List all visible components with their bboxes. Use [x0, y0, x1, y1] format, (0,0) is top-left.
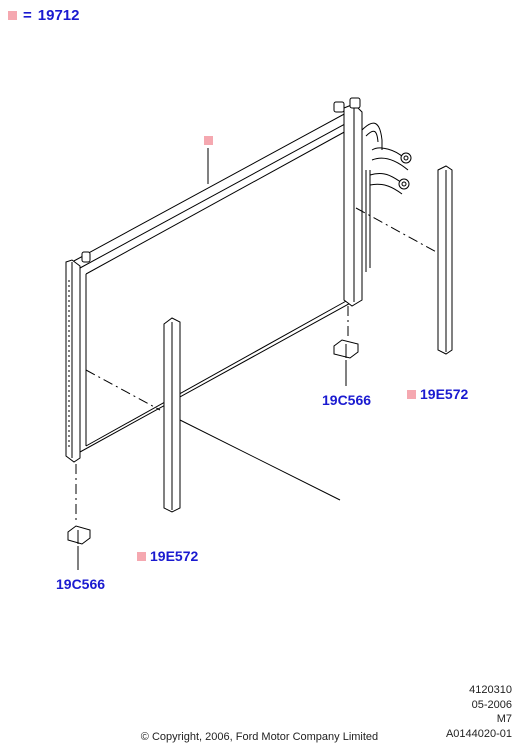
document-meta: 4120310 05-2006 M7 A0144020-01 — [446, 683, 512, 741]
copyright-notice: © Copyright, 2006, Ford Motor Company Li… — [140, 731, 379, 743]
callout-label: 19E572 — [420, 386, 469, 402]
meta-line: 05-2006 — [471, 698, 512, 711]
legend-part-number[interactable]: 19712 — [37, 7, 80, 24]
marker-square-icon — [137, 551, 146, 561]
right-tank — [333, 97, 363, 307]
left-foam-strip — [163, 317, 181, 513]
callout-label: 19E572 — [150, 548, 199, 564]
meta-line: A0144020-01 — [445, 727, 512, 740]
condenser-core — [71, 111, 357, 453]
left-tank — [65, 251, 91, 463]
marker-square-icon — [407, 389, 416, 399]
right-foam-strip — [437, 165, 453, 355]
callout-strip-left[interactable]: 19E572 — [137, 548, 198, 564]
meta-line: M7 — [496, 713, 512, 725]
pipe-fittings — [361, 122, 412, 272]
left-bracket — [67, 525, 91, 570]
meta-line: 4120310 — [469, 684, 512, 696]
callout-label: 19C566 — [56, 576, 106, 592]
legend: = 19712 — [8, 7, 79, 24]
marker-square-icon — [204, 136, 213, 145]
marker-square-icon — [8, 11, 17, 20]
legend-equals: = — [23, 7, 32, 24]
callout-bracket-right[interactable]: 19C566 — [322, 392, 371, 408]
alignment-lines — [75, 207, 441, 520]
callout-bracket-left[interactable]: 19C566 — [56, 576, 105, 592]
right-bracket — [333, 339, 359, 386]
callout-label: 19C566 — [322, 392, 372, 408]
callout-strip-right[interactable]: 19E572 — [407, 386, 468, 402]
